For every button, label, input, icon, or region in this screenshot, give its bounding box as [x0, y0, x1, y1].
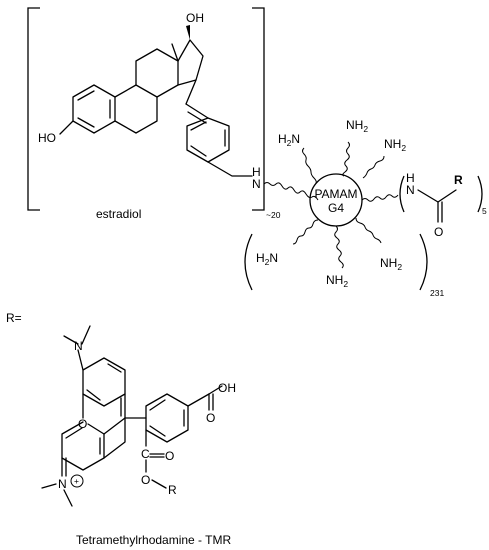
amide-r-label: R: [454, 173, 463, 187]
ring-a: [72, 84, 116, 134]
tmr-acid-oh: OH: [218, 381, 236, 395]
tmr-structure: N O N + O OH C: [41, 325, 236, 507]
tmr-acid-o: O: [206, 411, 215, 425]
pamam-generation: G4: [328, 201, 344, 215]
tmr-ester-c: C: [141, 447, 150, 461]
amide-arm: H N O R 5: [399, 171, 487, 239]
estradiol-caption: estradiol: [96, 207, 141, 221]
ring-d: [177, 39, 204, 86]
estradiol-link-n: N: [252, 177, 261, 191]
tmr-ring-top: [82, 357, 126, 407]
amide-repeat-count: 5: [482, 206, 487, 216]
surface-amines: H2N NH2 NH2 H2N NH2 NH2: [256, 118, 406, 289]
amide-nh-n: N: [406, 183, 415, 197]
estradiol-repeat-count: ~20: [266, 210, 281, 220]
amine-label: NH2: [380, 256, 402, 272]
pamam-core: PAMAM G4: [309, 173, 363, 227]
wavy-bonds: [263, 141, 399, 269]
tmr-plus: +: [74, 476, 79, 486]
left-bracket: [27, 7, 40, 211]
surface-left-paren: [244, 233, 253, 291]
ring-c: [135, 48, 179, 98]
tmr-ring-o: O: [78, 417, 87, 431]
estradiol-oh-label: OH: [186, 11, 204, 25]
surface-right-paren: [419, 233, 428, 291]
tmr-ester-r: R: [168, 483, 177, 497]
tmr-positive-charge: [70, 474, 84, 488]
r-definition-label: R=: [6, 311, 22, 325]
surface-repeat-count: 231: [430, 288, 444, 298]
amine-label: H2N: [256, 251, 278, 267]
amide-left-paren: [399, 175, 405, 213]
tmr-phenyl-ring: [145, 393, 189, 443]
tmr-n-top: N: [74, 339, 83, 353]
estradiol-link-h: H: [252, 165, 261, 179]
tmr-ester-dbl-o: O: [165, 449, 174, 463]
amine-label: NH2: [326, 273, 348, 289]
right-bracket: [252, 7, 265, 211]
tmr-ring-bottom: [61, 421, 105, 471]
estradiol-unit: OH HO estradiol H N ~20: [27, 7, 281, 221]
amide-carbonyl-o: O: [434, 225, 443, 239]
amine-label: NH2: [346, 118, 368, 134]
tmr-caption: Tetramethylrhodamine - TMR: [76, 533, 231, 547]
estradiol-ho-label: HO: [38, 131, 56, 145]
amide-nh-h: H: [406, 171, 415, 185]
pamam-label: PAMAM: [314, 187, 357, 201]
amine-label: NH2: [384, 137, 406, 153]
ring-b: [114, 84, 158, 134]
tmr-ester-o: O: [141, 473, 150, 487]
tmr-n-bottom: N: [58, 477, 67, 491]
amide-right-paren: [477, 175, 483, 213]
ring-phenyl: [186, 117, 230, 163]
amine-label: H2N: [278, 132, 300, 148]
